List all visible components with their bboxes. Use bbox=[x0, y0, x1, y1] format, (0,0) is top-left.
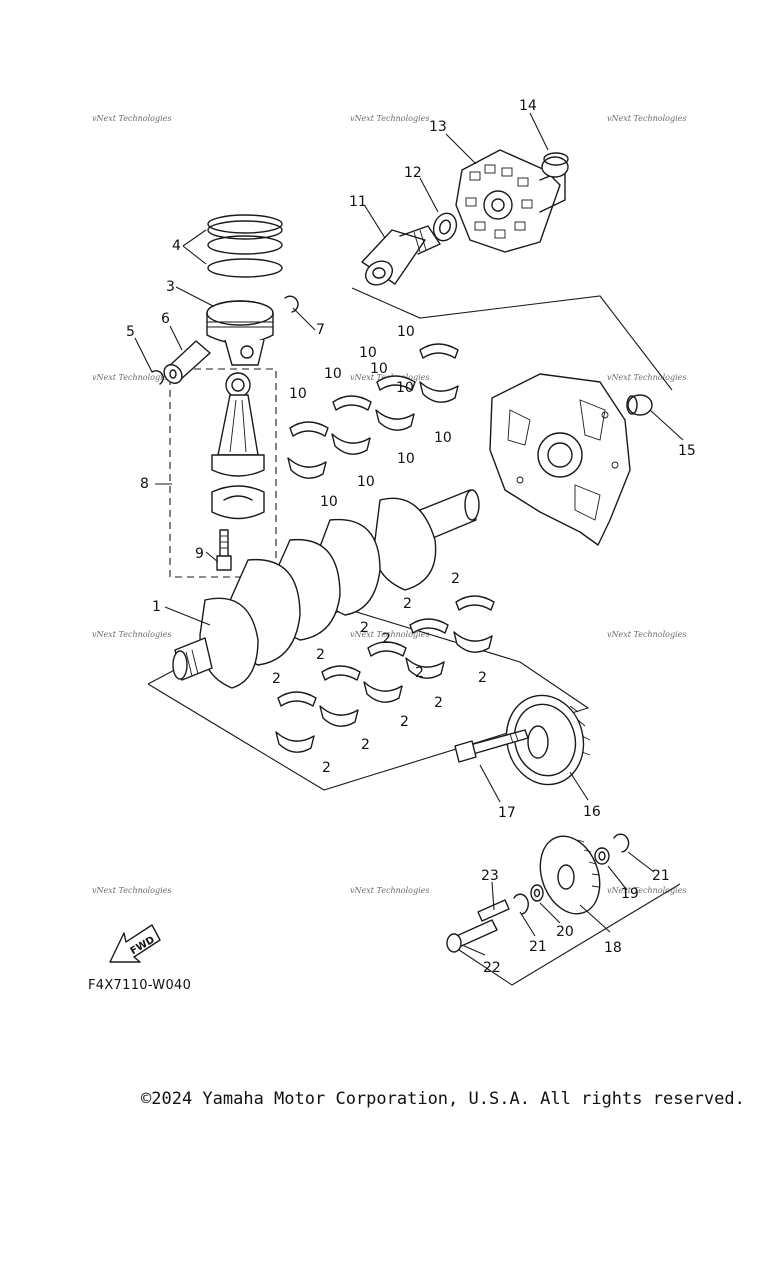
callout-10: 10 bbox=[434, 430, 452, 446]
callout-2: 2 bbox=[415, 665, 424, 681]
callout-10: 10 bbox=[357, 474, 375, 490]
clip-part-7 bbox=[284, 295, 299, 313]
watermark: vNext Technologies bbox=[607, 114, 686, 123]
callout-6: 6 bbox=[161, 311, 170, 327]
callout-numbers: 1 2 2 2 2 2 2 2 2 2 2 2 2 3 4 5 6 7 8 9 … bbox=[126, 98, 696, 976]
leader-lines bbox=[134, 112, 684, 956]
washer-part-12 bbox=[432, 212, 458, 242]
callout-2: 2 bbox=[403, 596, 412, 612]
diagram-code: F4X7110-W040 bbox=[88, 978, 192, 993]
bolt-part-9 bbox=[216, 529, 232, 571]
callout-19: 19 bbox=[621, 886, 639, 902]
crankcase-cover bbox=[489, 373, 631, 546]
callout-2: 2 bbox=[400, 714, 409, 730]
fwd-arrow-icon: FWD bbox=[109, 924, 161, 963]
watermark: vNext Technologies bbox=[92, 114, 171, 123]
callout-17: 17 bbox=[498, 805, 516, 821]
sleeve-part-11 bbox=[361, 225, 441, 286]
watermark: vNext Technologies bbox=[350, 886, 429, 895]
washer-part-19 bbox=[594, 847, 610, 865]
bolt-part-17 bbox=[454, 729, 529, 763]
bearings-part-10 bbox=[287, 343, 459, 479]
watermark: vNext Technologies bbox=[607, 373, 686, 382]
callout-2: 2 bbox=[478, 670, 487, 686]
callout-20: 20 bbox=[556, 924, 574, 940]
gear-part-16 bbox=[505, 694, 591, 786]
watermark: vNext Technologies bbox=[607, 630, 686, 639]
callout-21: 21 bbox=[529, 939, 547, 955]
callout-10: 10 bbox=[320, 494, 338, 510]
connecting-rod-part-8 bbox=[211, 372, 265, 520]
watermark: vNext Technologies bbox=[92, 886, 171, 895]
cap-part-15 bbox=[626, 394, 653, 416]
callout-10: 10 bbox=[397, 324, 415, 340]
gear-part-18 bbox=[539, 835, 601, 915]
watermark: vNext Technologies bbox=[607, 886, 686, 895]
watermark: vNext Technologies bbox=[350, 114, 429, 123]
callout-12: 12 bbox=[404, 165, 422, 181]
outline-connecting-rod-assembly bbox=[169, 368, 277, 578]
washer-part-20 bbox=[530, 884, 544, 902]
watermarks: vNext Technologies vNext Technologies vN… bbox=[92, 114, 686, 895]
callout-7: 7 bbox=[316, 322, 325, 338]
callout-2: 2 bbox=[382, 631, 391, 647]
callout-10: 10 bbox=[396, 380, 414, 396]
piston-part-3 bbox=[206, 300, 274, 366]
clip-part-21-lower bbox=[513, 893, 529, 915]
callout-18: 18 bbox=[604, 940, 622, 956]
callout-22: 22 bbox=[483, 960, 501, 976]
callout-4: 4 bbox=[172, 238, 181, 254]
callout-2: 2 bbox=[316, 647, 325, 663]
crankshaft-part-1 bbox=[172, 489, 480, 689]
callout-13: 13 bbox=[429, 119, 447, 135]
callout-21: 21 bbox=[652, 868, 670, 884]
piston-rings-part-4 bbox=[207, 214, 283, 278]
piston-pin-part-6 bbox=[163, 340, 211, 384]
watermark: vNext Technologies bbox=[350, 630, 429, 639]
callout-2: 2 bbox=[272, 671, 281, 687]
callout-23: 23 bbox=[481, 868, 499, 884]
callout-16: 16 bbox=[583, 804, 601, 820]
callout-10: 10 bbox=[359, 345, 377, 361]
callout-10: 10 bbox=[397, 451, 415, 467]
copyright-notice: ©2024 Yamaha Motor Corporation, U.S.A. A… bbox=[141, 1089, 745, 1109]
watermark: vNext Technologies bbox=[92, 630, 171, 639]
plug-part-14 bbox=[541, 152, 569, 178]
callout-3: 3 bbox=[166, 279, 175, 295]
callout-2: 2 bbox=[361, 737, 370, 753]
bearings-part-2 bbox=[275, 595, 495, 753]
callout-1: 1 bbox=[152, 599, 161, 615]
shaft-part-22 bbox=[446, 919, 498, 953]
clip-part-21-upper bbox=[613, 833, 630, 853]
outline-gear-assembly bbox=[449, 883, 681, 986]
clip-part-5 bbox=[151, 370, 164, 385]
callout-11: 11 bbox=[349, 194, 367, 210]
watermark: vNext Technologies bbox=[92, 373, 171, 382]
callout-15: 15 bbox=[678, 443, 696, 459]
callout-10: 10 bbox=[324, 366, 342, 382]
outline-rear-housing bbox=[351, 287, 673, 391]
callout-2: 2 bbox=[322, 760, 331, 776]
callout-14: 14 bbox=[519, 98, 537, 114]
coupling-housing-part-13 bbox=[455, 149, 566, 253]
callout-9: 9 bbox=[195, 546, 204, 562]
callout-10: 10 bbox=[289, 386, 307, 402]
callout-8: 8 bbox=[140, 476, 149, 492]
callout-5: 5 bbox=[126, 324, 135, 340]
callout-2: 2 bbox=[360, 620, 369, 636]
callout-2: 2 bbox=[451, 571, 460, 587]
callout-2: 2 bbox=[434, 695, 443, 711]
callout-10: 10 bbox=[370, 361, 388, 377]
pin-part-23 bbox=[477, 899, 510, 922]
